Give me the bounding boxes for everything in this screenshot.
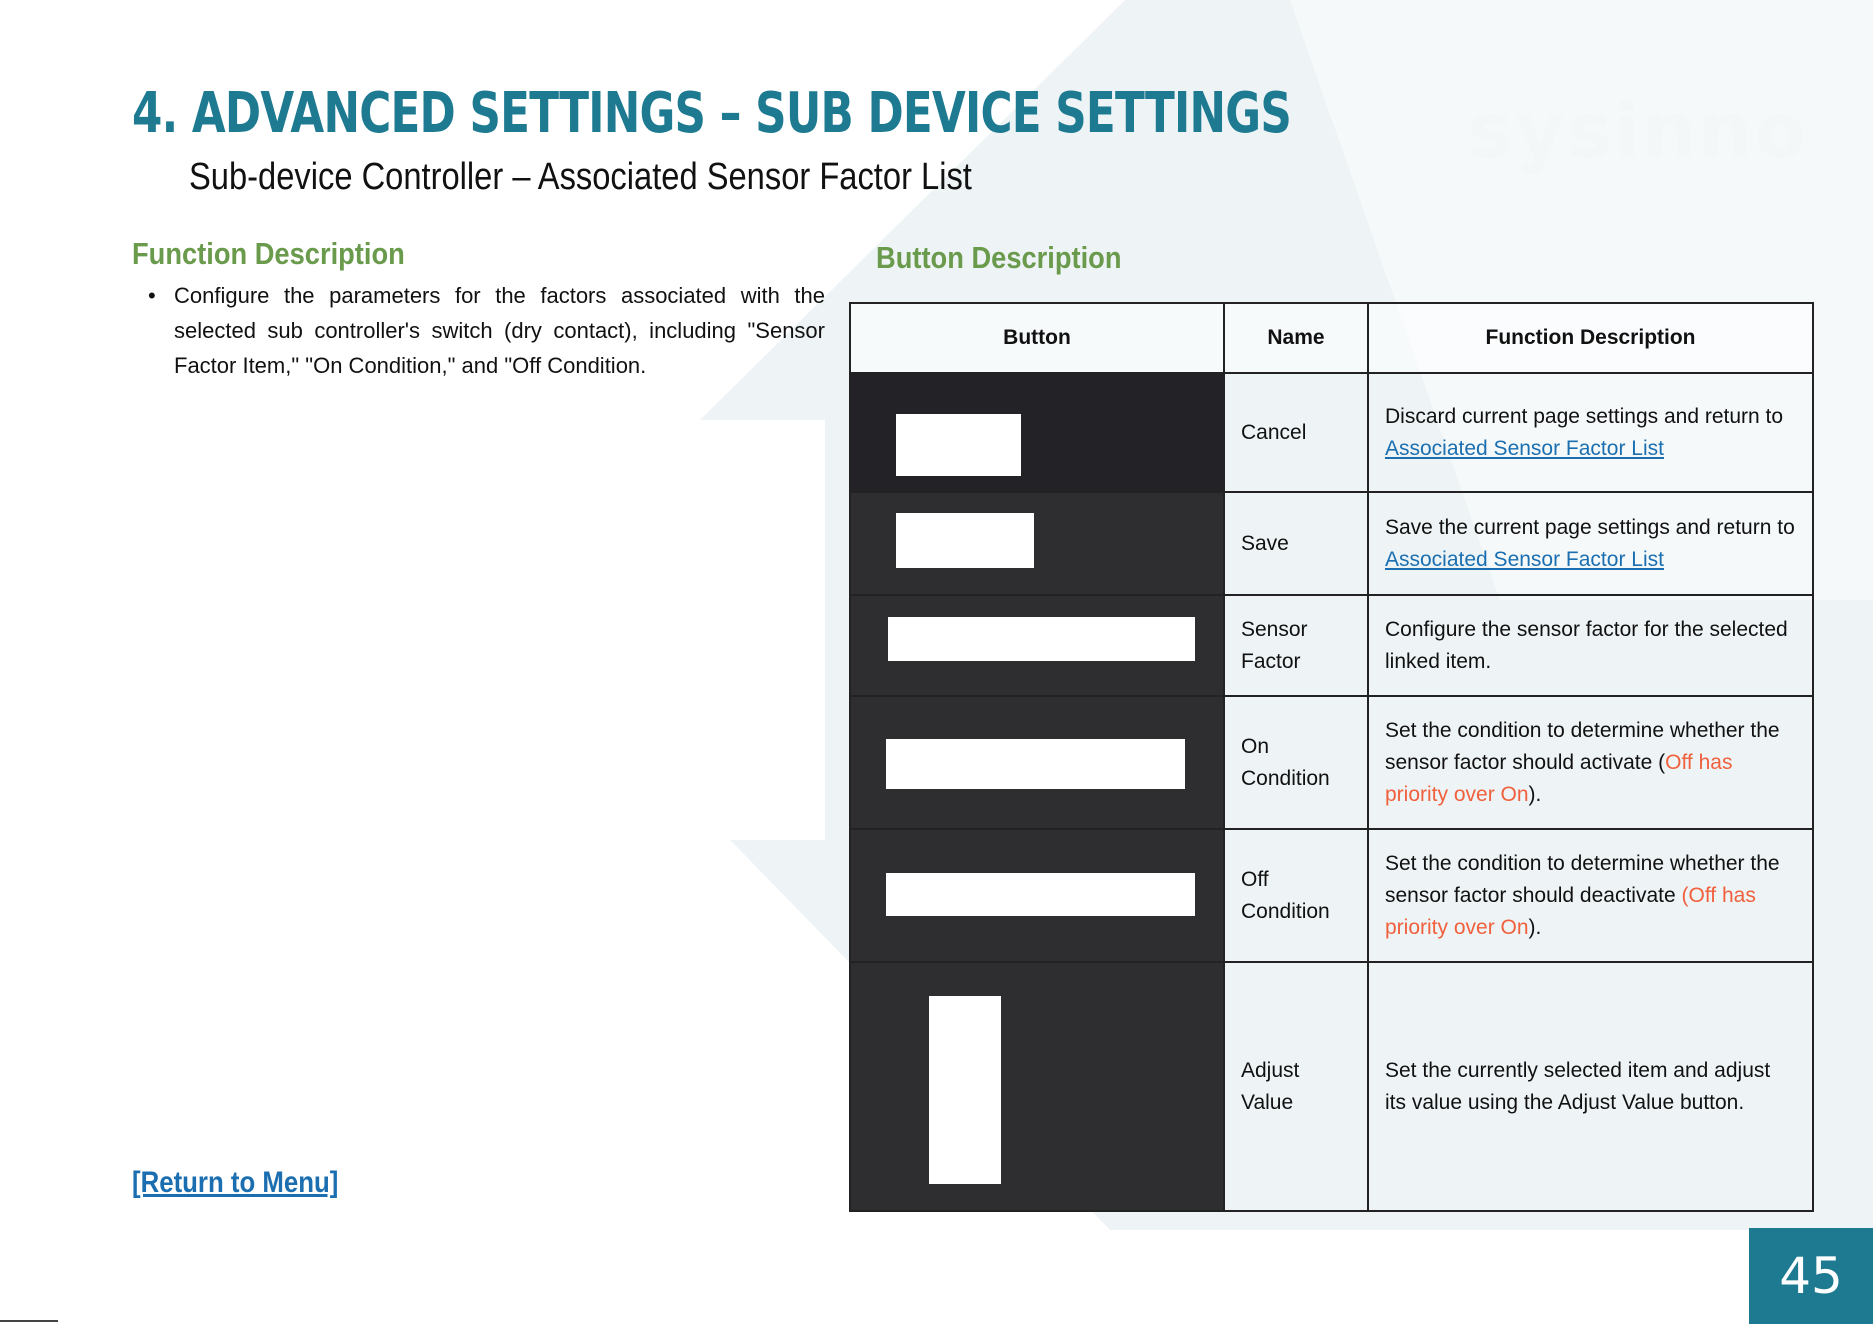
table-row: Adjust Value Set the currently selected …: [849, 961, 1814, 1212]
button-name-cell: Cancel: [1223, 372, 1369, 493]
function-description-cell: Save the current page settings and retur…: [1367, 491, 1814, 596]
function-description-cell: Configure the sensor factor for the sele…: [1367, 594, 1814, 697]
description-text: Set the condition to determine whether t…: [1385, 851, 1780, 907]
cancel-button-screenshot-cell: [849, 372, 1225, 493]
adjust-value-button-screenshot-cell: [849, 961, 1225, 1212]
function-description-cell: Discard current page settings and return…: [1367, 372, 1814, 493]
description-text: Set the condition to determine whether t…: [1385, 718, 1780, 774]
function-description-cell: Set the currently selected item and adju…: [1367, 961, 1814, 1212]
return-to-menu-link[interactable]: [Return to Menu]: [132, 1166, 339, 1199]
description-text: Save the current page settings and retur…: [1385, 515, 1795, 539]
priority-note: (Off has priority over On: [1385, 883, 1756, 939]
on-condition-button-image: [886, 739, 1185, 789]
page-subtitle: Sub-device Controller – Associated Senso…: [189, 156, 972, 198]
associated-sensor-factor-list-link[interactable]: Associated Sensor Factor List: [1385, 436, 1664, 460]
page-title: 4. Advanced Settings – Sub Device Settin…: [132, 81, 1292, 146]
button-name-cell: Off Condition: [1223, 828, 1369, 963]
off-condition-button-image: [886, 873, 1195, 916]
function-description-heading: Function Description: [132, 236, 405, 271]
brand-watermark-logo: sysinno: [1468, 86, 1809, 175]
save-button-screenshot-cell: [849, 491, 1225, 596]
off-condition-button-screenshot-cell: [849, 828, 1225, 963]
description-text: Discard current page settings and return…: [1385, 404, 1784, 428]
table-header-row: Button Name Function Description: [849, 302, 1814, 374]
description-text: Configure the sensor factor for the sele…: [1385, 617, 1788, 673]
column-header-name: Name: [1223, 302, 1369, 374]
page-number-badge: 45: [1749, 1228, 1873, 1324]
table-row: On Condition Set the condition to determ…: [849, 695, 1814, 830]
save-button-image: [896, 513, 1034, 568]
button-name-cell: Save: [1223, 491, 1369, 596]
button-description-heading: Button Description: [876, 240, 1122, 275]
footer-divider: [0, 1320, 58, 1322]
function-description-list: Configure the parameters for the factors…: [148, 278, 825, 383]
table-row: Off Condition Set the condition to deter…: [849, 828, 1814, 963]
sensor-factor-button-image: [888, 617, 1195, 661]
button-name-cell: On Condition: [1223, 695, 1369, 830]
function-description-cell: Set the condition to determine whether t…: [1367, 828, 1814, 963]
table-row: Sensor Factor Configure the sensor facto…: [849, 594, 1814, 697]
associated-sensor-factor-list-link[interactable]: Associated Sensor Factor List: [1385, 547, 1664, 571]
sensor-factor-button-screenshot-cell: [849, 594, 1225, 697]
description-tail: ).: [1528, 915, 1542, 939]
adjust-value-button-image: [929, 996, 1001, 1184]
priority-note: Off has priority over On: [1385, 750, 1733, 806]
table-row: Save Save the current page settings and …: [849, 491, 1814, 596]
description-text: Set the currently selected item and adju…: [1385, 1058, 1771, 1114]
column-header-function-description: Function Description: [1367, 302, 1814, 374]
button-name-cell: Sensor Factor: [1223, 594, 1369, 697]
table-row: Cancel Discard current page settings and…: [849, 372, 1814, 493]
button-description-table: Button Name Function Description Cancel …: [849, 302, 1814, 1212]
description-tail: ).: [1528, 782, 1542, 806]
function-description-cell: Set the condition to determine whether t…: [1367, 695, 1814, 830]
cancel-button-image: [896, 414, 1021, 476]
list-item: Configure the parameters for the factors…: [148, 278, 825, 383]
column-header-button: Button: [849, 302, 1225, 374]
on-condition-button-screenshot-cell: [849, 695, 1225, 830]
button-name-cell: Adjust Value: [1223, 961, 1369, 1212]
